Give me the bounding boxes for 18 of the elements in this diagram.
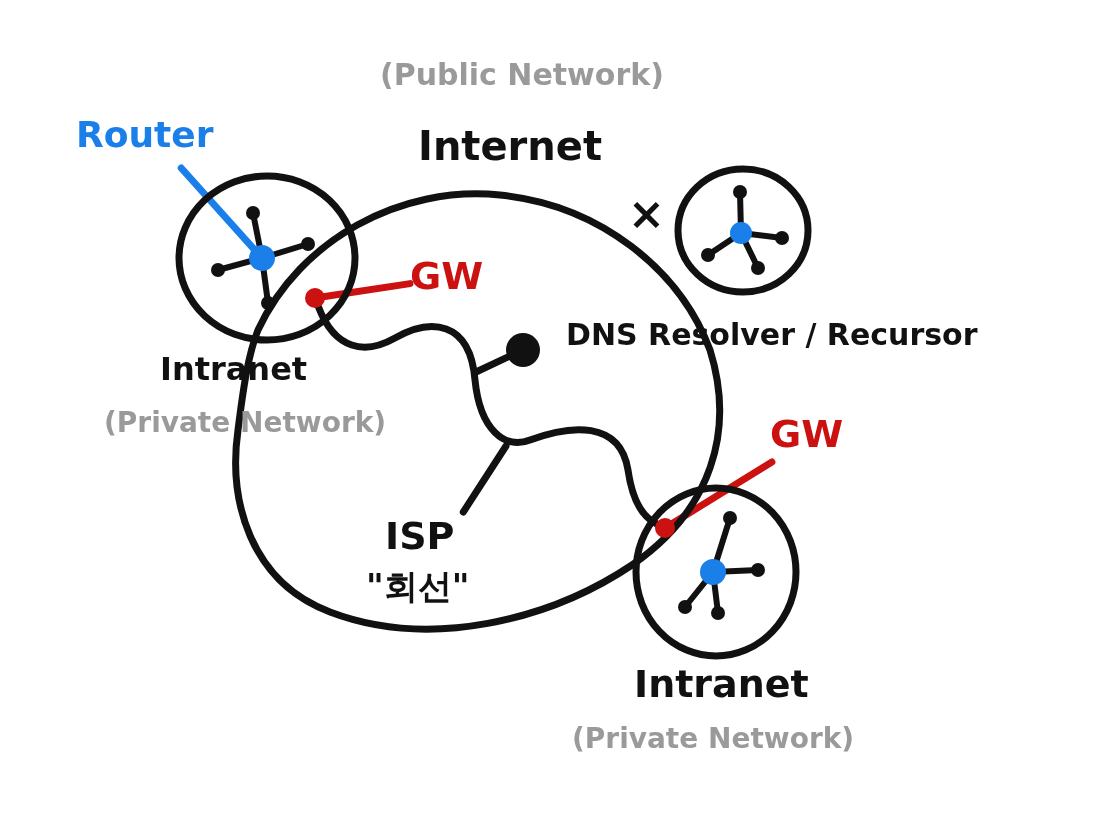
network-label: ISP <box>385 516 455 558</box>
gateway-dot <box>305 288 325 308</box>
network-label: Internet <box>418 124 603 168</box>
callout-text: GW <box>410 252 498 302</box>
network-caption: (Private Network) <box>104 408 387 439</box>
network-caption: (Public Network) <box>380 58 664 91</box>
cross-mark: × <box>628 190 665 239</box>
router-dot <box>700 559 726 585</box>
leader-line <box>459 442 510 516</box>
network-caption: (Private Network) <box>572 724 855 755</box>
gateway-dot <box>655 518 675 538</box>
resolver-dot <box>506 333 540 367</box>
network-label: Intranet <box>634 664 809 706</box>
router-dot <box>249 245 275 271</box>
network-label: "회선" <box>366 568 470 606</box>
callout-text: GW <box>770 410 858 462</box>
callout-text: Router <box>76 112 236 168</box>
leader-line <box>177 164 257 252</box>
